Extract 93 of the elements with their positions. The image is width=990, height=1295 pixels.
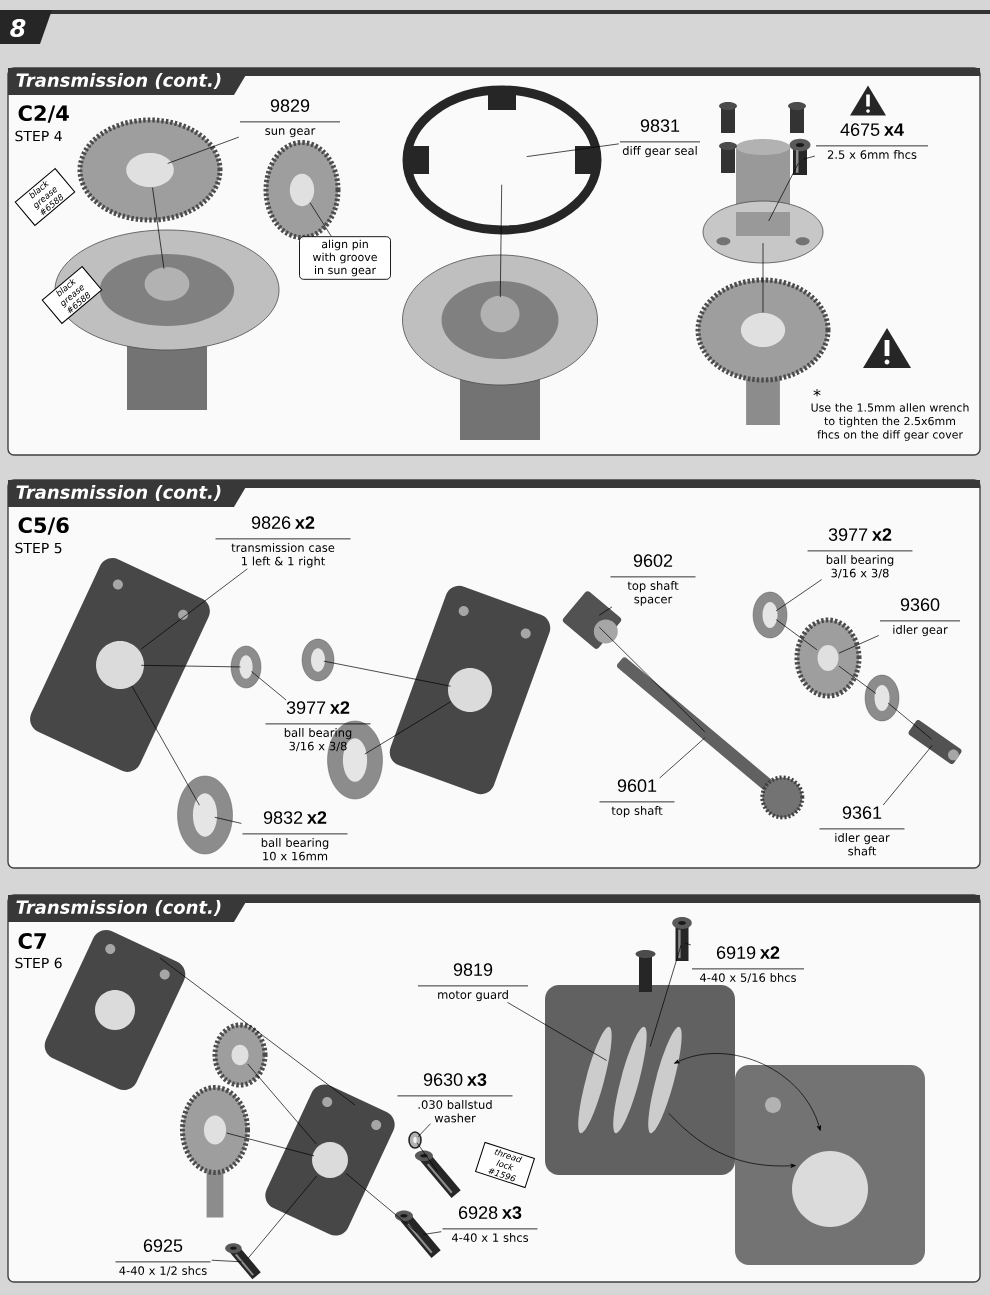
leader-line xyxy=(214,816,242,824)
assembly-line xyxy=(159,957,356,1106)
assembly-line xyxy=(345,1172,418,1233)
assembly-line xyxy=(762,242,764,313)
part-callout: 9831 diff gear seal xyxy=(619,119,701,158)
diff-gear-drawing xyxy=(180,1085,250,1218)
step-code: C2/4 xyxy=(18,105,69,123)
leader-line xyxy=(507,1002,607,1061)
assembly-line xyxy=(247,1175,318,1260)
note-text: Use the 1.5mm allen wrench to tighten the 2.5x6mm fhcs on the diff gear cover xyxy=(811,403,969,441)
bearing-drawing xyxy=(301,638,335,682)
part-callout: 9829 sun gear xyxy=(239,99,341,138)
bearing-drawing xyxy=(864,674,900,722)
part-callout: 3977 x2 ball bearing 3/16 x 3/8 xyxy=(807,528,913,579)
gear-drawing xyxy=(794,617,862,699)
leader-line xyxy=(882,745,933,806)
part-callout: 6928 x3 4-40 x 1 shcs xyxy=(442,1206,538,1242)
step-label: STEP 5 xyxy=(15,542,62,554)
screw-drawing xyxy=(225,1243,261,1280)
assembly-line xyxy=(152,187,165,270)
part-callout: 6919 x2 4-40 x 5/16 bhcs xyxy=(691,946,805,983)
leader-line xyxy=(422,1231,442,1235)
assembly-line xyxy=(323,660,451,687)
screw-drawing xyxy=(789,138,811,175)
transmission-case-drawing xyxy=(389,585,551,795)
diff-housing-drawing xyxy=(402,254,598,440)
assembly-line xyxy=(775,619,818,651)
part-callout: 9361 idler gear shaft xyxy=(819,806,905,856)
part-callout: 6925 4-40 x 1/2 shcs xyxy=(115,1239,211,1276)
leader-line xyxy=(659,737,706,779)
arrow xyxy=(668,1113,796,1168)
gear-drawing xyxy=(212,1022,268,1088)
diff-housing-drawing xyxy=(54,229,280,410)
transmission-case-drawing xyxy=(30,558,210,772)
part-callout: 9826 x2 transmission case 1 left & 1 right xyxy=(215,516,351,568)
part-callout: 9630 x3 .030 ballstud washer xyxy=(397,1073,513,1123)
screw-drawing xyxy=(414,1150,461,1198)
gasket-drawing xyxy=(402,85,602,235)
assembly-line xyxy=(247,1063,317,1145)
transmission-case-drawing xyxy=(265,1084,395,1236)
diff-cover-drawing xyxy=(702,139,824,264)
assembly-line xyxy=(598,626,706,733)
spacer-drawing xyxy=(562,591,622,649)
step-label: STEP 6 xyxy=(15,957,62,969)
screw-drawing xyxy=(672,917,692,961)
assembly-line xyxy=(649,944,682,1047)
assembly-line xyxy=(768,162,799,222)
assembly-line xyxy=(140,665,241,668)
bearing-drawing xyxy=(230,645,262,689)
leader-line xyxy=(684,942,692,946)
part-callout: 9832 x2 ball bearing 10 x 16mm xyxy=(242,811,348,861)
leader-line xyxy=(309,202,332,237)
heading-bar: Transmission (cont.) xyxy=(8,68,980,95)
bearing-drawing xyxy=(177,775,233,855)
part-callout: 9819 motor guard xyxy=(417,963,529,1002)
assembly-line xyxy=(131,685,200,806)
leader-line xyxy=(211,1259,243,1263)
transmission-drawing xyxy=(735,1065,925,1265)
washer-drawing xyxy=(408,1131,422,1149)
page-number-tab: 8 xyxy=(0,10,990,44)
leader-line xyxy=(251,671,287,701)
motor-guard-drawing xyxy=(545,985,735,1175)
part-callout: 4675 x4 2.5 x 6mm fhcs xyxy=(815,123,929,159)
assembly-line xyxy=(364,701,451,755)
bearing-drawing xyxy=(752,591,788,639)
leader-line xyxy=(526,143,620,157)
assembly-line xyxy=(887,702,932,740)
note-box: align pin with groove in sun gear xyxy=(299,236,391,280)
part-callout: 3977 x2 ball bearing 3/16 x 3/8 xyxy=(265,701,371,752)
gear-drawing xyxy=(263,140,341,240)
leader-line xyxy=(417,1123,431,1138)
assembly-line xyxy=(499,184,503,298)
grease-tube: thread lock #1596 xyxy=(475,1141,535,1189)
leader-line xyxy=(140,568,248,650)
leader-line xyxy=(598,606,613,616)
leader-line xyxy=(802,155,816,160)
assembly-line xyxy=(226,1132,315,1157)
heading-bar: Transmission (cont.) xyxy=(8,480,980,507)
heading-bar: Transmission (cont.) xyxy=(8,895,980,922)
assembly-line xyxy=(838,665,877,694)
gear-drawing xyxy=(77,117,223,223)
part-callout: 9601 top shaft xyxy=(599,779,675,818)
leader-line xyxy=(167,136,240,164)
step-label: STEP 4 xyxy=(15,130,62,142)
step-code: C5/6 xyxy=(18,517,69,535)
screw-drawing xyxy=(394,1210,441,1258)
leader-line xyxy=(775,579,823,612)
part-callout: 9602 top shaft spacer xyxy=(610,554,696,606)
step-code: C7 xyxy=(18,933,46,949)
arrow xyxy=(674,1053,821,1131)
leader-line xyxy=(838,635,880,654)
part-callout: 9360 idler gear xyxy=(879,598,961,637)
spacer-drawing xyxy=(908,720,962,764)
